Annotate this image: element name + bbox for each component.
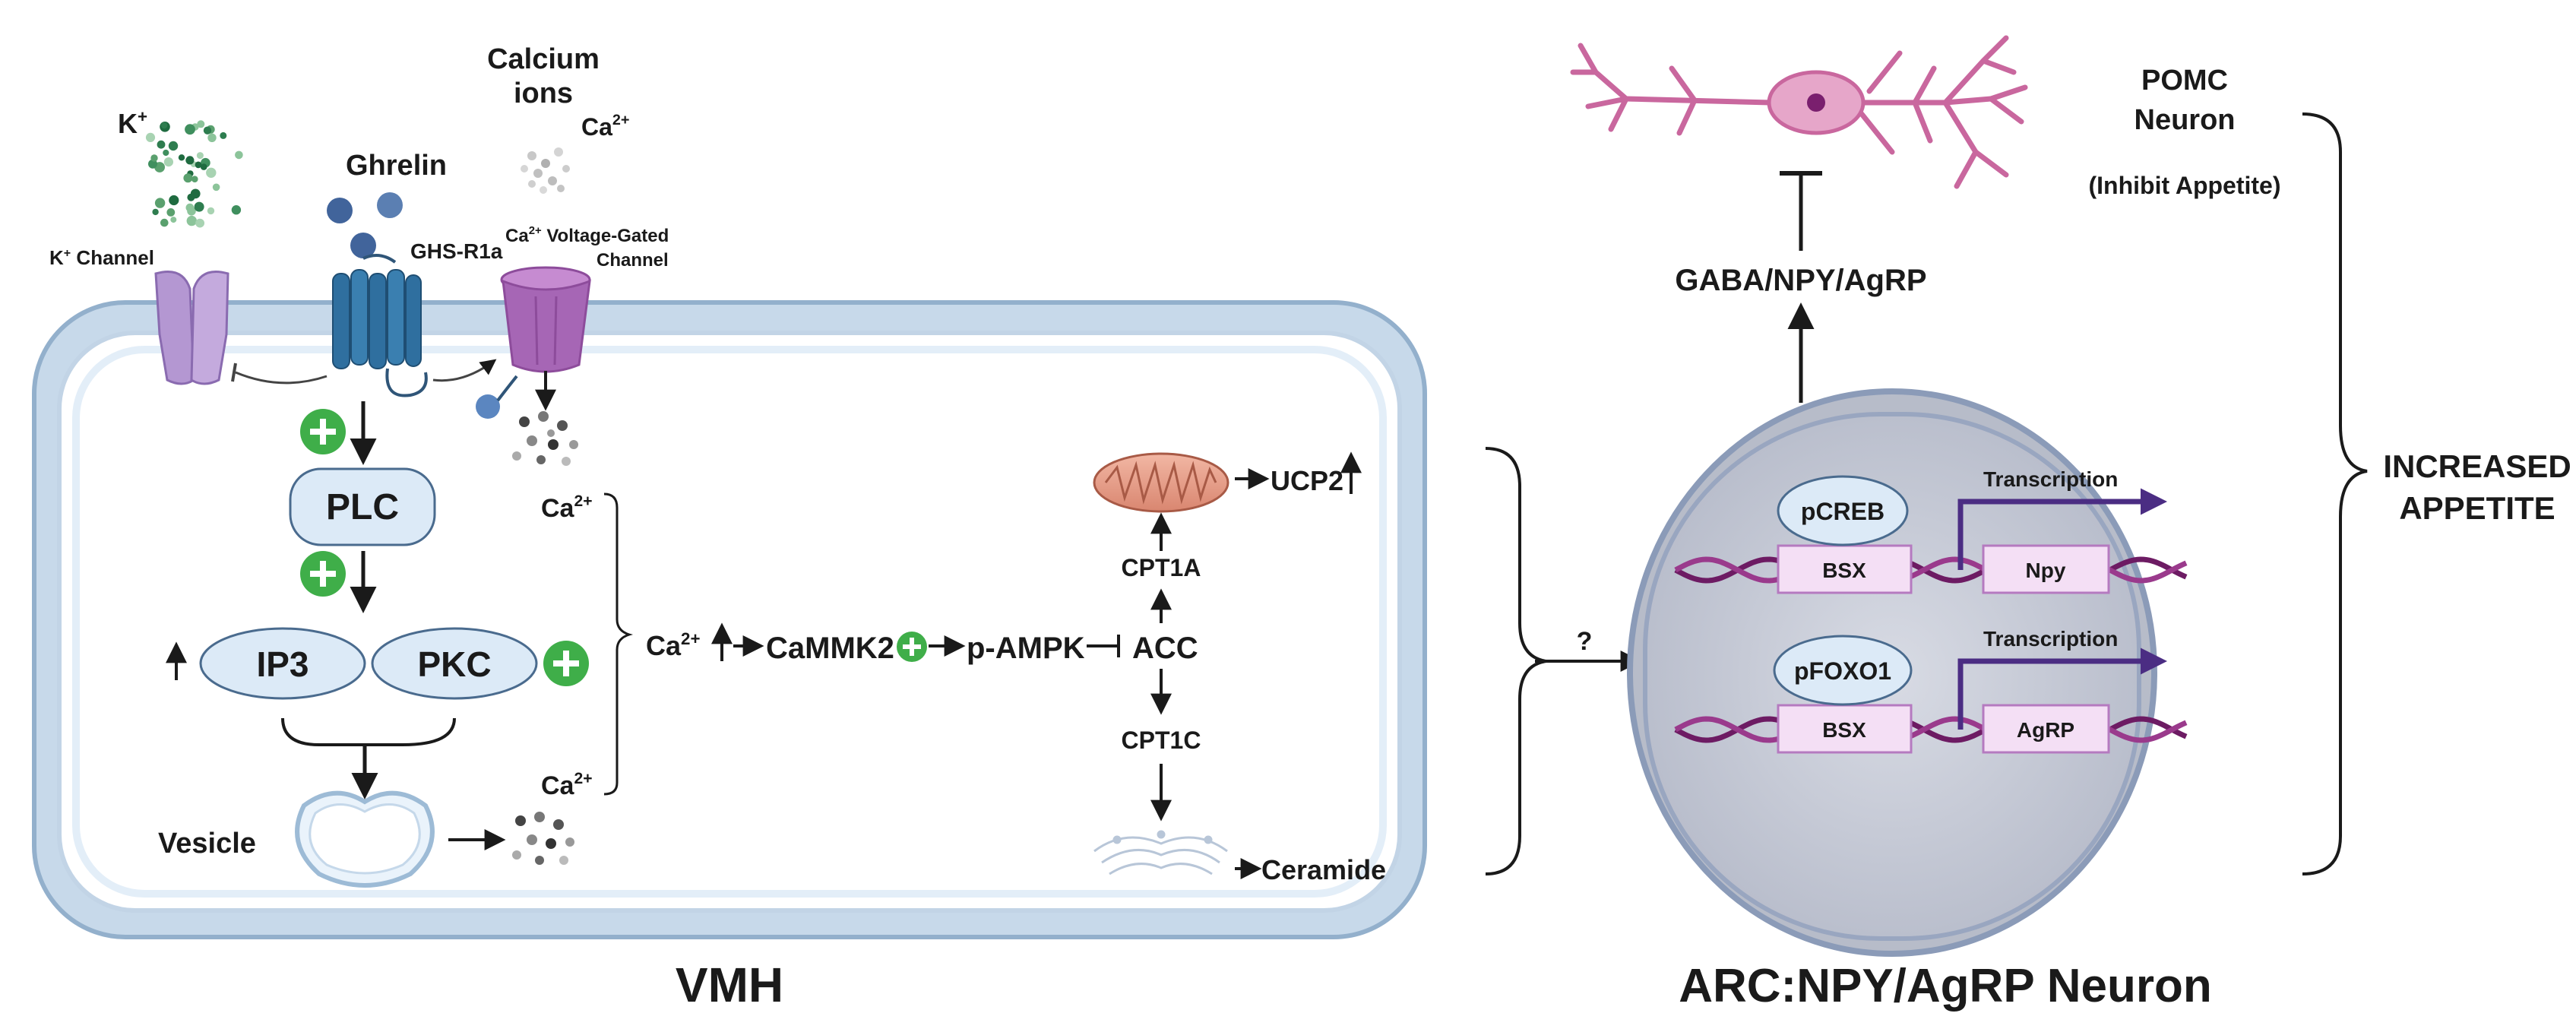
endoplasmic-reticulum-icon: [1093, 830, 1228, 875]
calcium-ions-top-cluster: [521, 147, 570, 194]
ghs-r1a-receptor-icon: [332, 254, 428, 397]
ghrelin-label: Ghrelin: [346, 150, 447, 182]
ghs-r1a-label: GHS-R1a: [410, 239, 503, 263]
agrp-gene-box: [1982, 704, 2110, 754]
agrp-gene-label: AgRP: [2017, 718, 2074, 742]
calcium-ions-label-line1: Calcium: [487, 43, 600, 75]
cpt1a-label: CPT1A: [1122, 554, 1201, 581]
potassium-ions-cluster: [145, 120, 243, 228]
arc-neuron-title: ARC:NPY/AgRP Neuron: [1679, 960, 2212, 1012]
potassium-ion-label: K+: [118, 107, 147, 139]
activation-plus-icon: [543, 641, 589, 686]
ucp2-label: UCP2: [1271, 465, 1343, 496]
unknown-link-label: ?: [1577, 627, 1593, 656]
mitochondrion-icon: [1093, 452, 1229, 513]
activation-plus-icon: [300, 551, 346, 597]
bsx-box-top: [1777, 544, 1913, 594]
calcium-mid-label: Ca2+: [646, 629, 700, 661]
calcium-ions-inside-cluster: [512, 411, 578, 466]
pomc-label-line3: (Inhibit Appetite): [2089, 172, 2281, 199]
calcium-voltage-gated-channel-icon: [476, 266, 591, 419]
calcium-lower-label: Ca2+: [541, 770, 593, 800]
ip3-label: IP3: [256, 644, 309, 684]
plc-label: PLC: [326, 487, 399, 527]
pomc-neuron-icon: [1570, 35, 2028, 189]
cpt1c-label: CPT1C: [1122, 727, 1201, 754]
pcreb-oval: [1777, 475, 1909, 546]
calcium-channel-label-line2: Channel: [597, 250, 669, 271]
gaba-npy-agrp-label: GABA/NPY/AgRP: [1675, 264, 1926, 297]
bsx-label-bottom: BSX: [1822, 718, 1866, 742]
pfoxo1-label: pFOXO1: [1794, 657, 1891, 685]
pcreb-label: pCREB: [1801, 498, 1885, 525]
increased-appetite-line2: APPETITE: [2399, 490, 2555, 526]
transcription-label-top: Transcription: [1983, 467, 2118, 491]
vmh-title: VMH: [676, 958, 783, 1012]
npy-gene-label: Npy: [2026, 559, 2066, 582]
pomc-label-line1: POMC: [2141, 65, 2228, 97]
pkc-label: PKC: [417, 644, 491, 684]
calcium-ion-symbol-label: Ca2+: [581, 112, 630, 141]
transcription-arrow-top: [1957, 488, 2167, 570]
bsx-label-top: BSX: [1822, 559, 1866, 582]
activation-plus-icon: [300, 409, 346, 454]
bsx-box-bottom: [1777, 704, 1913, 754]
ceramide-label: Ceramide: [1261, 854, 1386, 885]
calcium-upper-label: Ca2+: [541, 492, 593, 523]
transcription-arrow-bottom: [1957, 647, 2167, 730]
calcium-channel-label-line1: Ca2+ Voltage-Gated: [505, 225, 669, 246]
pfoxo1-oval: [1773, 635, 1913, 706]
acc-label: ACC: [1132, 632, 1198, 665]
potassium-channel-icon: [154, 271, 229, 385]
appetite-brace: [2302, 112, 2368, 875]
p-ampk-label: p-AMPK: [967, 632, 1085, 665]
camkk2-label: CaMMK2: [766, 632, 894, 665]
activation-plus-icon: [897, 632, 927, 662]
vmh-cell-membrane: [32, 300, 1427, 939]
receptor-to-k-channel-inhibition: [235, 371, 328, 385]
ip3-oval: [199, 627, 366, 700]
transcription-label-bottom: Transcription: [1983, 627, 2118, 651]
potassium-channel-label: K+ Channel: [49, 246, 154, 269]
vesicle-label: Vesicle: [158, 828, 256, 860]
calcium-ions-released-cluster: [512, 812, 574, 865]
receptor-to-ca-channel-activation: [432, 359, 497, 382]
plc-box: [289, 467, 436, 546]
npy-gene-box: [1982, 544, 2110, 594]
calcium-ions-label-line2: ions: [514, 78, 573, 109]
ghrelin-molecules-icon: [327, 192, 403, 258]
pomc-label-line2: Neuron: [2135, 104, 2236, 136]
increased-appetite-line1: INCREASED: [2383, 448, 2571, 484]
vesicle-icon: [295, 790, 435, 888]
pkc-oval: [371, 627, 538, 700]
